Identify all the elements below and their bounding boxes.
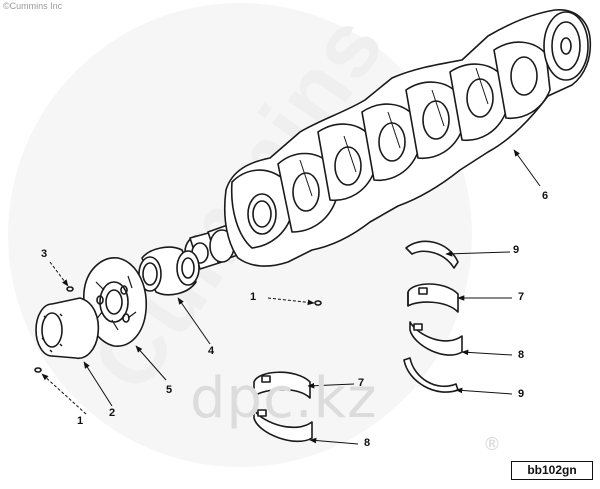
dowel-pin-1-upper [314, 300, 322, 306]
gear-plate [83, 257, 147, 347]
leader-lines [41, 149, 541, 445]
callout-9-lower: 9 [518, 388, 525, 400]
crankshaft [184, 9, 592, 270]
watermark-site: dpc.kz [190, 366, 378, 431]
callout-8-left: 8 [364, 437, 371, 449]
main-bearing-upper-left [253, 371, 311, 399]
main-bearing-upper-right [407, 283, 459, 313]
callout-9-upper: 9 [513, 244, 520, 256]
callout-3: 3 [41, 248, 48, 260]
callout-7-right: 7 [518, 291, 525, 303]
callout-4: 4 [208, 345, 215, 357]
thrust-washer-upper [405, 240, 459, 269]
callout-8-right: 8 [518, 349, 525, 361]
main-bearing-lower-right [409, 321, 463, 356]
drawing-code-label: bb102gn [511, 461, 593, 480]
dowel-pin-1-lower [34, 367, 42, 373]
callout-1-lower: 1 [77, 415, 84, 427]
registered-mark: ® [483, 434, 501, 455]
dowel-pin-3 [66, 286, 74, 292]
main-bearing-lower-left [253, 409, 313, 443]
copyright-text: ©Cummins Inc [3, 1, 63, 11]
gear-bushing [138, 246, 200, 296]
callout-2: 2 [109, 407, 116, 419]
thrust-washer-lower [403, 357, 459, 393]
callout-1-upper: 1 [250, 291, 257, 303]
callout-5: 5 [166, 384, 173, 396]
callout-6: 6 [542, 190, 549, 202]
adapter-ring [35, 297, 100, 359]
callout-7-left: 7 [358, 377, 365, 389]
